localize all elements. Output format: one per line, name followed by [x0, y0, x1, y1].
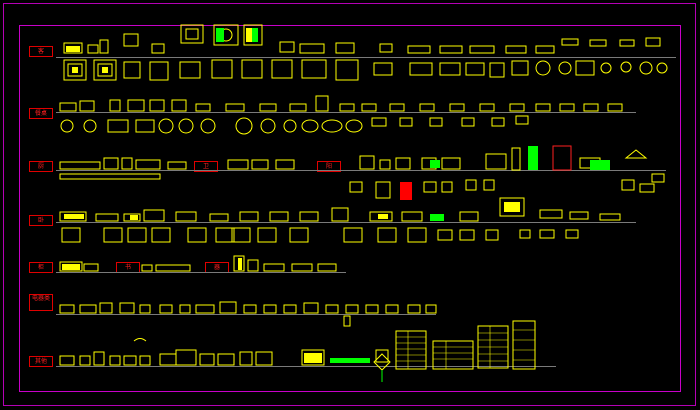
category-tag-bedroom: 卧: [29, 215, 53, 226]
appliance-symbols: [59, 301, 437, 327]
row-rule-5: [56, 272, 346, 273]
row-rule-1: [56, 57, 676, 58]
miscellaneous-symbols: [59, 320, 536, 370]
outer-frame: [3, 3, 696, 406]
category-tag-bath: 卫: [194, 161, 218, 172]
category-tag-balcony: 阳: [317, 161, 341, 172]
dining-table-symbols: [59, 95, 623, 135]
category-tag-dining: 餐桌: [29, 108, 53, 119]
row-rule-2: [56, 112, 636, 113]
category-tag-living: 客: [29, 46, 53, 57]
category-tag-cabinet: 柜: [29, 262, 53, 273]
inner-frame: [19, 25, 681, 392]
living-room-symbols: [63, 24, 668, 81]
row-rule-3: [56, 170, 666, 171]
category-tag-appliance: 电器类: [29, 294, 53, 311]
category-tag-kitchen: 厨: [29, 161, 53, 172]
row-rule-6: [56, 314, 436, 315]
category-tag-other: 其他: [29, 356, 53, 367]
row-rule-7: [56, 366, 556, 367]
kitchen-bath-balcony-symbols: [59, 147, 665, 199]
schedule-table-rules: [396, 326, 535, 369]
bedroom-symbols: [59, 197, 621, 243]
cabinet-study-instrument-symbols: [59, 255, 337, 272]
row-rule-4: [56, 222, 636, 223]
